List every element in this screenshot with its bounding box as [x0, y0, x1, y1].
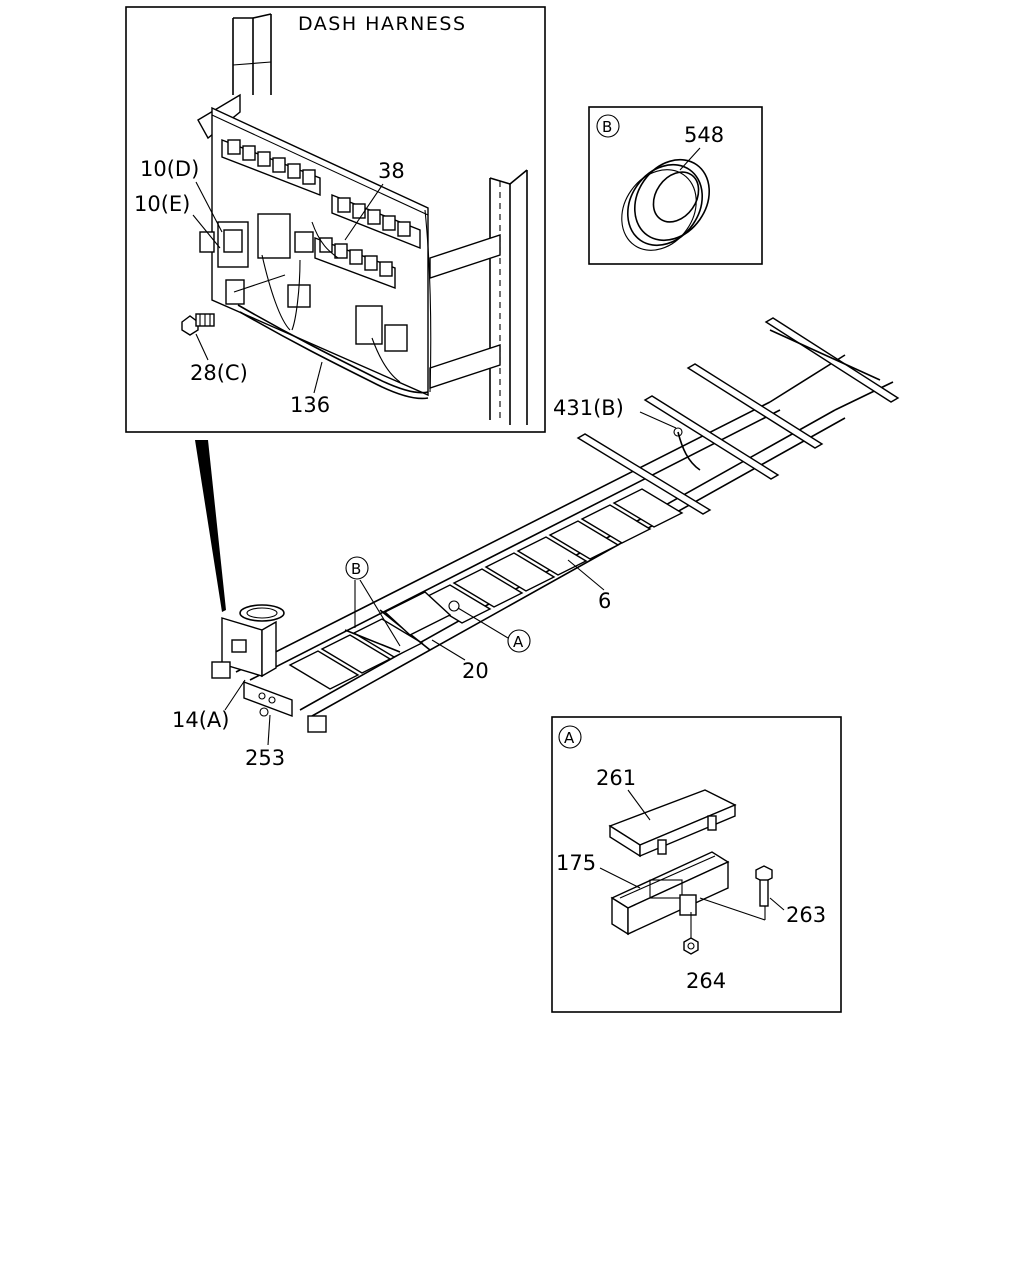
inset-a-frame — [551, 716, 842, 1013]
label-20: 20 — [462, 659, 489, 683]
label-14a: 14(A) — [172, 708, 229, 732]
connector-a — [448, 600, 460, 612]
inset-a-marker: A — [564, 729, 575, 747]
control-modules — [217, 213, 408, 352]
marker-b-circle — [345, 556, 369, 580]
dash-harness-inset: DASH HARNESS — [125, 6, 546, 433]
label-431b: 431(B) — [553, 396, 624, 420]
box-175 — [610, 851, 730, 936]
label-38: 38 — [378, 159, 405, 183]
label-175: 175 — [556, 851, 596, 875]
ladder-rungs — [288, 488, 684, 690]
inset-a-marker-circle — [558, 725, 582, 749]
label-261: 261 — [596, 766, 636, 790]
cover-261 — [608, 789, 737, 858]
label-10e: 10(E) — [134, 192, 190, 216]
relay-row-low — [314, 236, 396, 290]
inset-b-marker: B — [602, 118, 612, 136]
inset-b-marker-circle — [596, 114, 620, 138]
marker-a-circle — [507, 629, 531, 653]
inset-b-frame — [588, 106, 763, 265]
label-6: 6 — [598, 589, 611, 613]
label-263: 263 — [786, 903, 826, 927]
label-253: 253 — [245, 746, 285, 770]
label-28c: 28(C) — [190, 361, 248, 385]
inset-b: B 548 — [588, 106, 763, 265]
nut-264 — [683, 912, 699, 955]
dash-harness-frame — [125, 6, 546, 433]
cab-front — [211, 604, 327, 733]
wiring-harness-136 — [237, 209, 432, 400]
marker-a: A — [513, 633, 524, 651]
label-10d: 10(D) — [140, 157, 199, 181]
left-pillar — [232, 13, 272, 95]
label-548: 548 — [684, 123, 724, 147]
right-pillar — [489, 169, 528, 425]
relay-row-top — [221, 138, 321, 197]
dash-leader-wedge — [195, 440, 226, 612]
grommet-548 — [621, 158, 711, 251]
inset-a: A 261 — [551, 716, 842, 1013]
label-264: 264 — [686, 969, 726, 993]
chassis-frame: B A 431(B) 6 20 14(A) 253 — [172, 317, 900, 770]
marker-b: B — [351, 560, 361, 578]
label-136: 136 — [290, 393, 330, 417]
bolt-263 — [699, 865, 773, 921]
frame-harness — [344, 427, 701, 653]
cross-members — [576, 317, 900, 515]
dash-harness-title: DASH HARNESS — [298, 13, 467, 35]
bolt-28c — [181, 313, 215, 336]
